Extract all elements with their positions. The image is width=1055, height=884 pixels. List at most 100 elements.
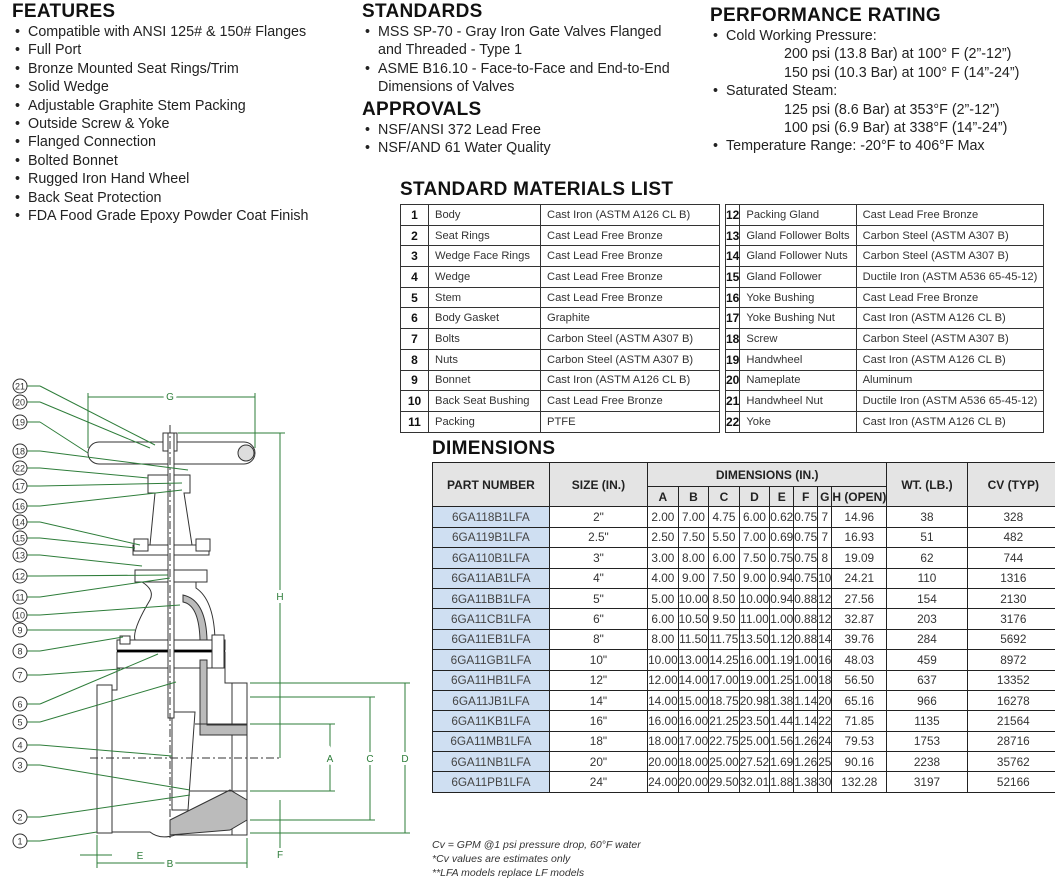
part-number: 6GA11GB1LFA: [432, 649, 550, 671]
cell: 0.94: [769, 587, 795, 610]
cell: 4.00: [647, 567, 679, 589]
cell: 11.50: [677, 628, 710, 651]
cell: 14.25: [708, 649, 740, 671]
cell: 8972: [966, 649, 1055, 671]
steam-rating: 125 psi (8.6 Bar) at 353°F (2”-12”): [784, 101, 1000, 118]
cell: 2.00: [647, 506, 679, 528]
cell: 132.28: [831, 771, 888, 793]
part-number: 6GA11PB1LFA: [432, 771, 550, 793]
callout-circle: [12, 833, 28, 849]
cell: 4.75: [708, 506, 740, 528]
cell: 11.00: [738, 608, 771, 630]
standard-text: and Threaded - Type 1: [378, 42, 523, 59]
leader-line: [39, 794, 191, 818]
feature-item: Bolted Bonnet: [12, 152, 309, 171]
callout-16: 16: [12, 489, 183, 514]
cell: 24.00: [647, 771, 679, 793]
item-number: 12: [724, 204, 741, 226]
cell: 10.00: [677, 587, 710, 610]
cell: 52166: [966, 771, 1055, 793]
cell: 24.21: [831, 567, 888, 589]
leader-line: [39, 577, 171, 598]
item-number: 16: [724, 286, 741, 309]
performance-list: Saturated Steam:: [710, 82, 1019, 101]
cell: 16.93: [831, 526, 888, 549]
item-number: 7: [400, 328, 429, 350]
cell: 3197: [886, 771, 968, 793]
item-number: 3: [400, 245, 429, 268]
cell: 12": [548, 669, 649, 691]
dimensions-table: PART NUMBER SIZE (IN.) DIMENSIONS (IN.) …: [432, 461, 1055, 793]
cell: 20": [548, 751, 649, 773]
feature-item: Full Port: [12, 41, 309, 60]
material: Cast Lead Free Bronze: [540, 286, 720, 309]
callout-circle: [12, 737, 28, 753]
callout-circle: [12, 394, 28, 410]
feature-item: Rugged Iron Hand Wheel: [12, 170, 309, 189]
callout-number: 11: [15, 593, 24, 603]
callout-20: 20: [12, 394, 151, 449]
part-number: 6GA11JB1LFA: [432, 689, 550, 712]
performance-section: PERFORMANCE RATING Cold Working Pressure…: [710, 5, 1019, 156]
dim-label-e: E: [137, 851, 144, 862]
cell: 5": [548, 587, 649, 610]
cell: 20.98: [738, 689, 771, 712]
callout-13: 13: [12, 547, 143, 567]
callout-21: 21: [12, 378, 156, 446]
cell: 39.76: [831, 628, 888, 651]
feature-item: Compatible with ANSI 125# & 150# Flanges: [12, 23, 309, 42]
cell: 13352: [966, 669, 1055, 691]
part-name: Packing Gland: [739, 204, 857, 226]
steam-label: Saturated Steam:: [710, 82, 1019, 101]
item-number: 6: [400, 307, 429, 330]
cell: 10.00: [738, 587, 771, 610]
approval-item: NSF/ANSI 372 Lead Free: [362, 121, 670, 140]
leader-line: [39, 831, 98, 842]
cell: 14.00: [647, 689, 679, 712]
part-number: 6GA110B1LFA: [432, 547, 550, 569]
feature-item: Bronze Mounted Seat Rings/Trim: [12, 60, 309, 79]
part-name: Bonnet: [428, 369, 541, 392]
part-name: Yoke: [739, 410, 857, 433]
approvals-list: NSF/ANSI 372 Lead Free NSF/AND 61 Water …: [362, 121, 670, 158]
cell: 2": [548, 506, 649, 528]
cell: 30: [817, 771, 833, 793]
part-number: 6GA11CB1LFA: [432, 608, 550, 630]
material: Cast Iron (ASTM A126 CL B): [540, 204, 720, 226]
item-number: 20: [724, 369, 741, 392]
cell: 38: [886, 506, 968, 528]
approval-item: NSF/AND 61 Water Quality: [362, 139, 670, 158]
callout-17: 17: [12, 478, 183, 494]
cell: 20: [817, 689, 833, 712]
leader-line: [39, 764, 191, 791]
callout-9: 9: [12, 622, 135, 638]
header-dim-b: B: [677, 485, 710, 508]
cell: 25.00: [708, 751, 740, 773]
part-number: 6GA119B1LFA: [432, 526, 550, 549]
header-dim-d: D: [738, 485, 771, 508]
standard-item: ASME B16.10 - Face-to-Face and End-to-En…: [362, 60, 670, 79]
item-number: 18: [724, 328, 741, 350]
callout-8: 8: [12, 636, 124, 659]
callout-number: 9: [17, 626, 22, 636]
cell: 16278: [966, 689, 1055, 712]
cell: 0.88: [793, 608, 819, 630]
dim-label-a: A: [327, 754, 334, 765]
cell: 5.00: [647, 587, 679, 610]
cell: 18.00: [677, 751, 710, 773]
cell: 1.14: [793, 689, 819, 712]
item-number: 2: [400, 224, 429, 247]
cell: 284: [886, 628, 968, 651]
part-name: Body: [428, 204, 541, 226]
cell: 10: [817, 567, 833, 589]
cell: 8: [817, 547, 833, 569]
standards-section: STANDARDS MSS SP-70 - Gray Iron Gate Val…: [362, 1, 670, 158]
valve-drawing: [87, 425, 282, 840]
cell: 17.00: [708, 669, 740, 691]
